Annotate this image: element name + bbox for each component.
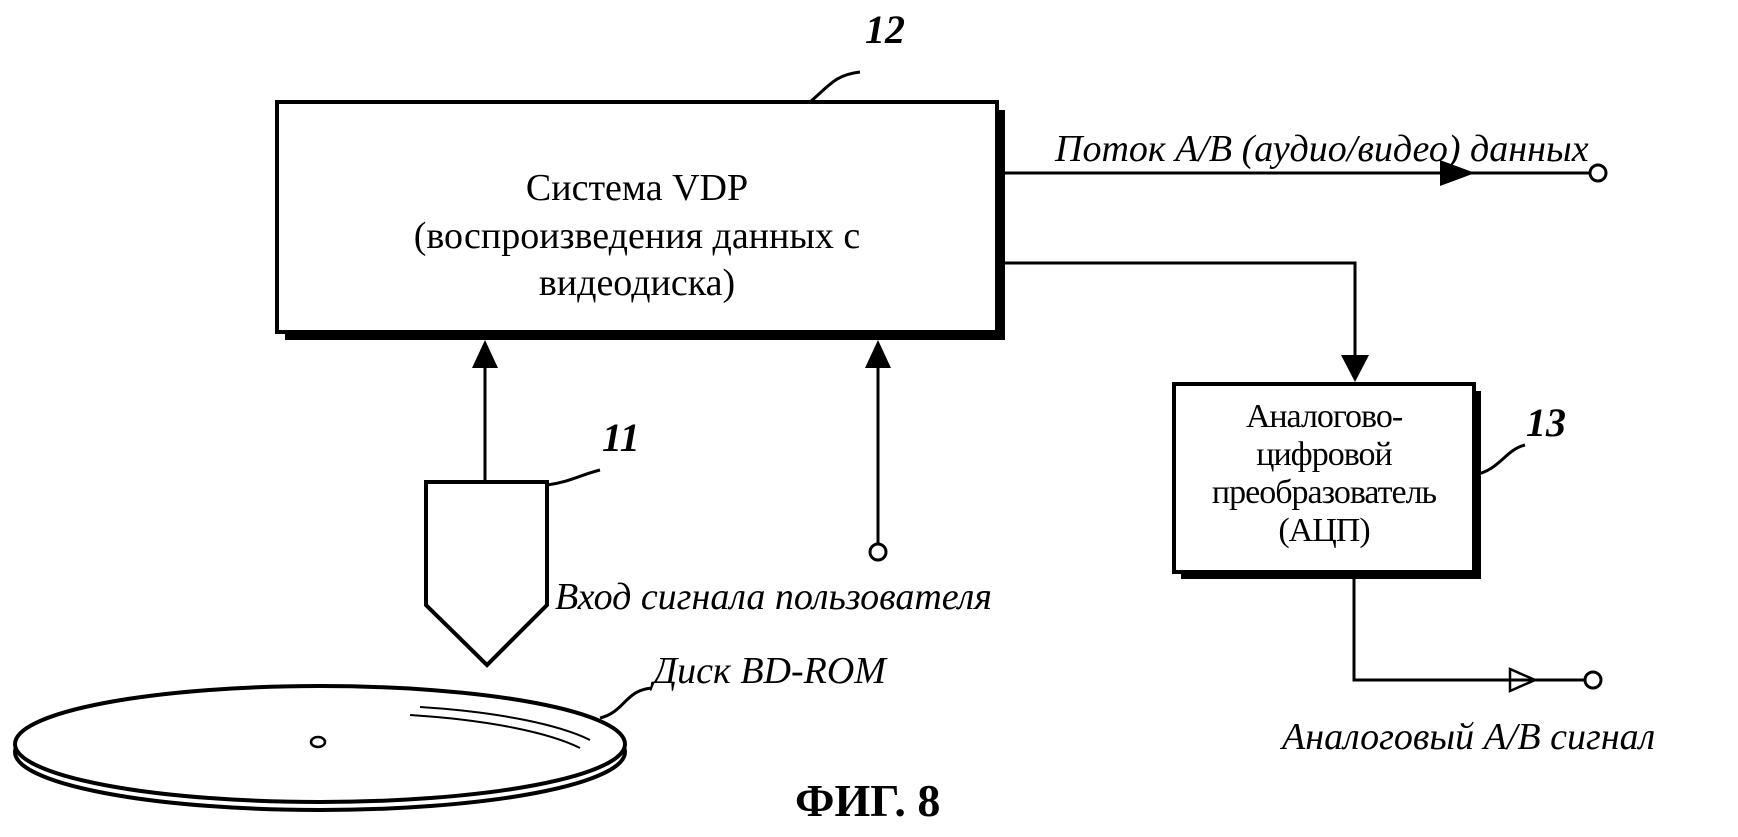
vdp-title-line: Система VDP [525, 167, 749, 209]
bd-rom-disc [13, 684, 627, 812]
analog-output-line [1352, 572, 1603, 693]
vdp-block-text: Система VDP (воспроизведения данных с ви… [277, 165, 997, 308]
av-stream-output-line [1005, 160, 1608, 186]
pickup-ref-number: 11 [602, 415, 640, 460]
adc-line-3: преобразователь [1211, 474, 1437, 512]
figure-caption: ФИГ. 8 [795, 775, 941, 826]
adc-block [1172, 382, 1481, 579]
adc-line-4: (АЦП) [1278, 512, 1370, 550]
pickup-to-vdp-arrow [472, 340, 498, 482]
vdp-subtitle-line: (воспроизведения данных с [413, 214, 861, 257]
analog-output-label: Аналоговый A/B сигнал [1282, 716, 1656, 758]
adc-ref-leader [1473, 443, 1526, 477]
adc-block-text: Аналогово- цифровой преобразователь (АЦП… [1174, 398, 1474, 550]
adc-line-2: цифровой [1256, 436, 1392, 474]
vdp-ref-leader [809, 70, 861, 104]
disc-ref-leader [599, 686, 653, 720]
disc-label: Диск BD-ROM [653, 650, 886, 692]
vdp-system-block [275, 100, 1005, 340]
adc-input-line [1005, 261, 1369, 382]
vdp-subtitle-line-2: видеодиска) [538, 262, 736, 304]
pickup-ref-leader [546, 468, 601, 487]
adc-line-1: Аналогово- [1245, 398, 1403, 435]
av-stream-label: Поток A/B (аудио/видео) данных [1055, 128, 1589, 170]
user-input-label: Вход сигнала пользователя [555, 576, 992, 618]
user-input-line [865, 340, 891, 562]
vdp-ref-number: 12 [865, 7, 905, 52]
optical-pickup [424, 480, 549, 668]
adc-ref-number: 13 [1526, 400, 1566, 445]
